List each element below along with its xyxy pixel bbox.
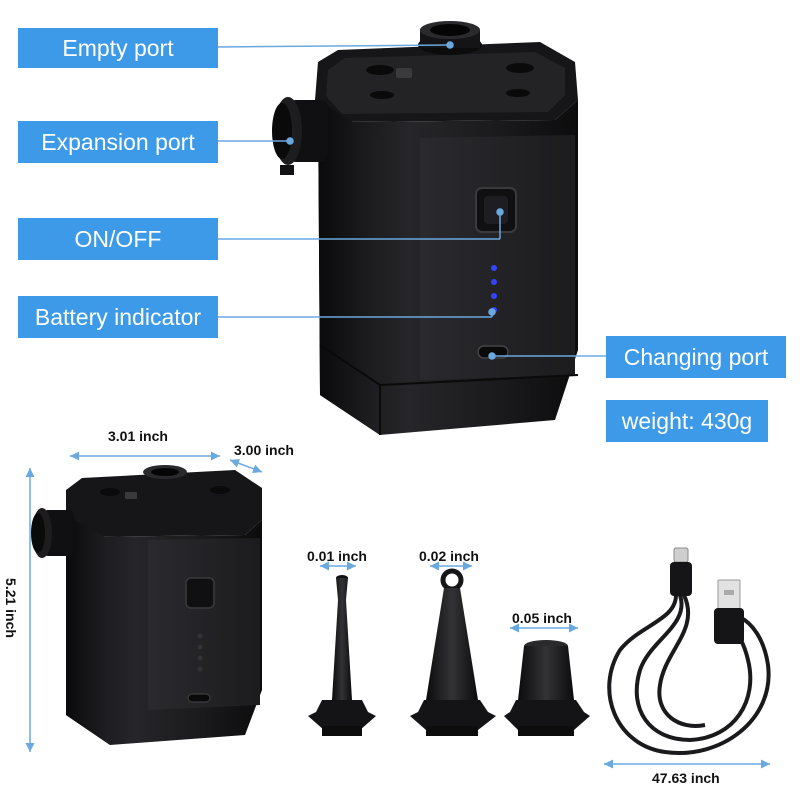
callout-expansion-port: Expansion port <box>18 121 218 163</box>
dimension-lines <box>25 451 770 769</box>
callout-on-off: ON/OFF <box>18 218 218 260</box>
usb-c-connector <box>670 547 692 596</box>
usb-cable <box>607 594 771 755</box>
callout-leaders <box>217 41 606 360</box>
main-pump <box>272 21 579 435</box>
nozzle-small-size-label: 0.01 inch <box>307 548 367 564</box>
nozzle-medium-size-label: 0.02 inch <box>419 548 479 564</box>
nozzle-large <box>504 640 590 736</box>
callout-battery-indicator: Battery indicator <box>18 296 218 338</box>
small-pump <box>31 465 262 745</box>
dimension-width-label: 3.01 inch <box>108 428 168 444</box>
nozzle-large-size-label: 0.05 inch <box>512 610 572 626</box>
nozzle-small <box>308 575 376 736</box>
callout-empty-port: Empty port <box>18 28 218 68</box>
usb-a-connector <box>714 579 744 644</box>
dimension-depth-label: 3.00 inch <box>234 442 294 458</box>
callout-weight: weight: 430g <box>606 400 768 442</box>
dimension-height-label: 5.21 inch <box>3 578 19 638</box>
nozzle-medium <box>410 568 496 736</box>
cable-length-label: 47.63 inch <box>652 770 720 786</box>
callout-charging-port: Changing port <box>606 336 786 378</box>
